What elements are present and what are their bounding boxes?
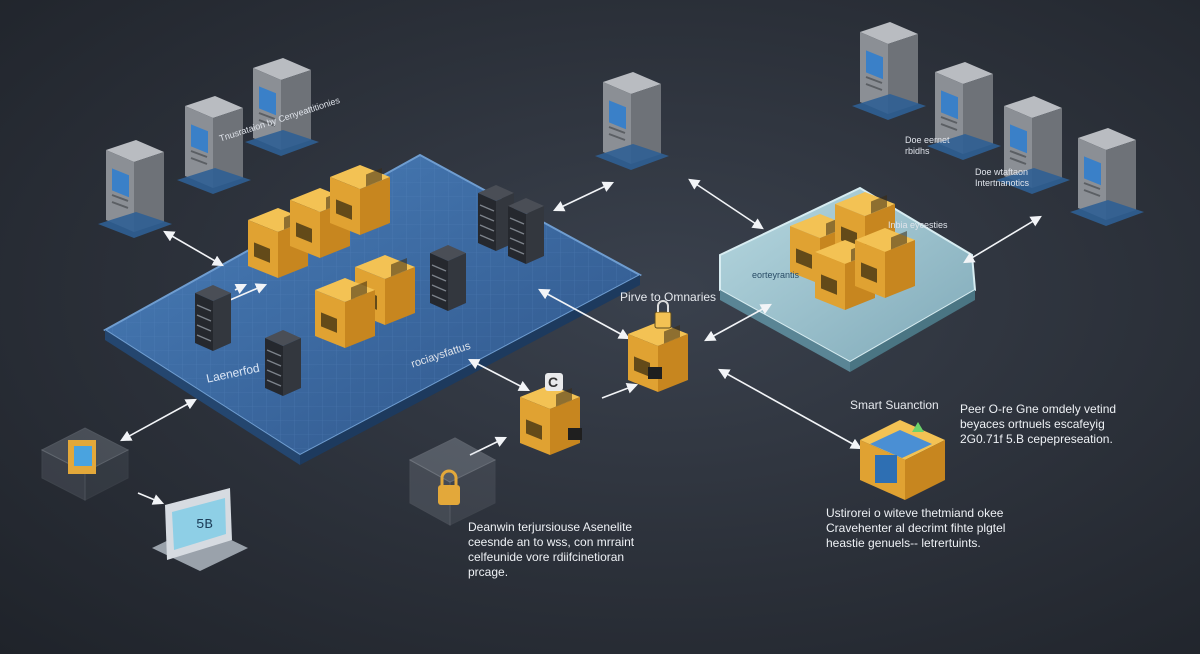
left-paragraph: Deanwin terjursiouse Asenelite ceesnde a… — [468, 520, 635, 579]
smart-contract-cube — [860, 420, 945, 500]
block-cube-icon — [315, 278, 375, 348]
smart-label: Smart Suanction — [850, 398, 939, 412]
right-top-paragraph: Peer O-re Gne omdely vetind beyaces ortn… — [960, 402, 1117, 446]
database-rack-icon — [194, 284, 232, 352]
database-rack-icon — [507, 197, 545, 265]
connector-lines — [120, 178, 1042, 505]
lock-cube — [520, 373, 582, 455]
monitor-device — [152, 488, 248, 571]
server-tower-icon — [176, 95, 252, 195]
screen-value: 5B — [196, 517, 213, 533]
server-tower-icon — [851, 21, 927, 121]
right-bottom-paragraph: Ustirorei o witeve thetmiand okee Craveh… — [826, 506, 1006, 550]
pirve-label: Pirve to Omnaries — [620, 290, 717, 304]
platform-label: eorteyrantis — [752, 270, 800, 280]
server-tower-icon — [1069, 127, 1145, 227]
info-label: Inbia eycesties — [888, 220, 948, 230]
chip-value: C — [548, 374, 559, 390]
block-cube-icon — [330, 165, 390, 235]
data-label-2: Doe wtaftaon Intertnanotics — [975, 167, 1030, 188]
server-tower-icon — [97, 139, 173, 239]
database-rack-icon — [429, 244, 467, 312]
database-rack-icon — [264, 329, 302, 397]
server-tower-icon — [594, 71, 670, 171]
data-label-1: Doe eernet rbidhs — [905, 135, 950, 156]
private-lock-cube — [628, 300, 688, 392]
device-box — [40, 427, 130, 501]
glass-lock-box — [408, 437, 497, 526]
block-cube-icon — [855, 228, 915, 298]
